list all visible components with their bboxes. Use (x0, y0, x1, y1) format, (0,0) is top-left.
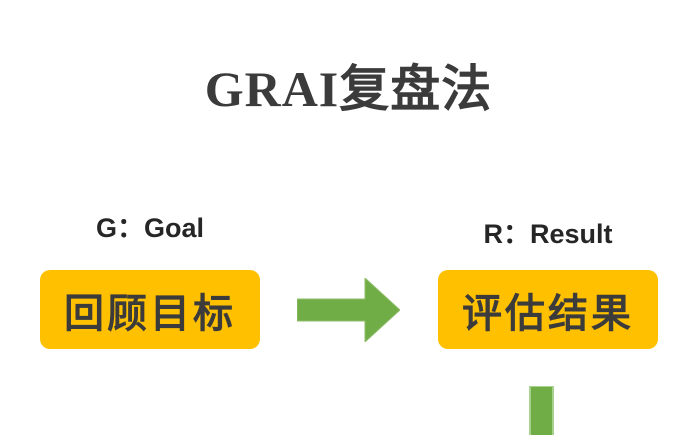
step-label-goal: G：Goal (95, 213, 204, 243)
step-box-goal-text: 回顾目标 (64, 291, 236, 336)
step-label-result: R：Result (483, 219, 613, 249)
step-box-goal: 回顾目标 (40, 270, 260, 349)
down-arrow-shaft-icon (529, 386, 554, 435)
step-box-result: 评估结果 (438, 270, 658, 349)
step-box-result-text: 评估结果 (462, 291, 634, 336)
page-title: GRAI复盘法 (204, 61, 493, 117)
right-arrow-icon (297, 278, 400, 342)
